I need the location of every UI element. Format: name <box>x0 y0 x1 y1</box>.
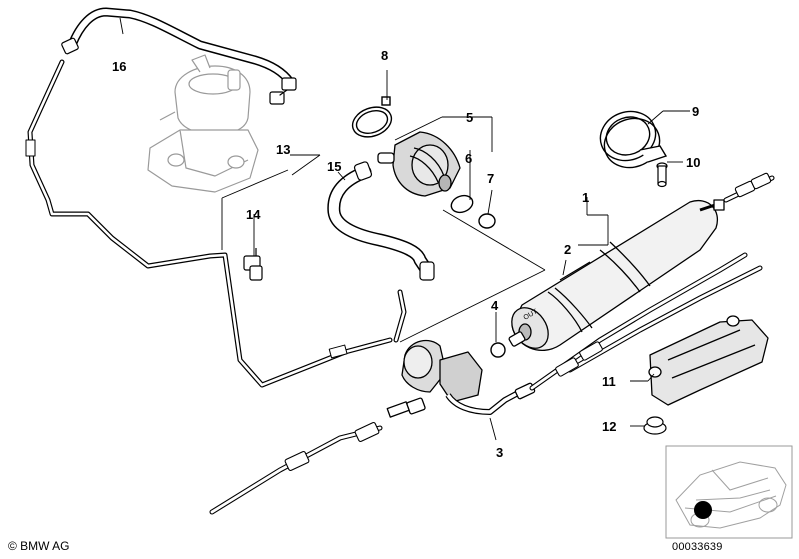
circlip-part-8 <box>351 96 393 138</box>
heat-shield-part-11 <box>648 315 769 406</box>
line-connectors-right <box>555 172 772 377</box>
o-ring-part-7 <box>478 213 496 229</box>
leader-lines <box>119 17 690 441</box>
part-label-12: 12 <box>602 419 616 434</box>
part-label-5: 5 <box>466 110 473 125</box>
part-label-7: 7 <box>487 171 494 186</box>
lower-return-line <box>209 422 383 515</box>
vehicle-location-inset <box>665 445 793 539</box>
part-label-10: 10 <box>686 155 700 170</box>
vent-hose-part-16 <box>61 7 297 105</box>
part-label-16: 16 <box>112 59 126 74</box>
grommet-part-12 <box>643 416 667 435</box>
part-label-4: 4 <box>491 298 499 313</box>
part-label-6: 6 <box>465 151 472 166</box>
charcoal-canister-ghost <box>147 54 259 193</box>
o-ring-part-4 <box>490 342 506 358</box>
part-label-2: 2 <box>564 242 571 257</box>
part-label-13: 13 <box>276 142 290 157</box>
part-label-3: 3 <box>496 445 503 460</box>
flexible-hose-part-15 <box>327 161 435 281</box>
screw-part-10 <box>656 162 668 188</box>
fuel-line-hard-pipes <box>25 59 407 388</box>
band-clamp-part-9 <box>599 110 668 169</box>
part-label-11: 11 <box>602 374 616 389</box>
regulator-pipe-part-3 <box>386 339 536 418</box>
part-label-1: 1 <box>582 190 589 205</box>
location-marker-dot <box>694 501 712 519</box>
supply-return-lines <box>529 175 775 391</box>
o-ring-part-6 <box>450 194 474 214</box>
part-label-9: 9 <box>692 104 699 119</box>
pressure-regulator-valve <box>377 131 461 197</box>
line-clip-part-14 <box>243 248 263 281</box>
fuel-filter-part-1: OUT <box>508 199 725 351</box>
part-label-15: 15 <box>327 159 341 174</box>
image-number: 00033639 <box>672 541 723 553</box>
part-label-8: 8 <box>381 48 388 63</box>
part-label-14: 14 <box>246 207 261 222</box>
copyright-text: © BMW AG <box>8 539 70 553</box>
